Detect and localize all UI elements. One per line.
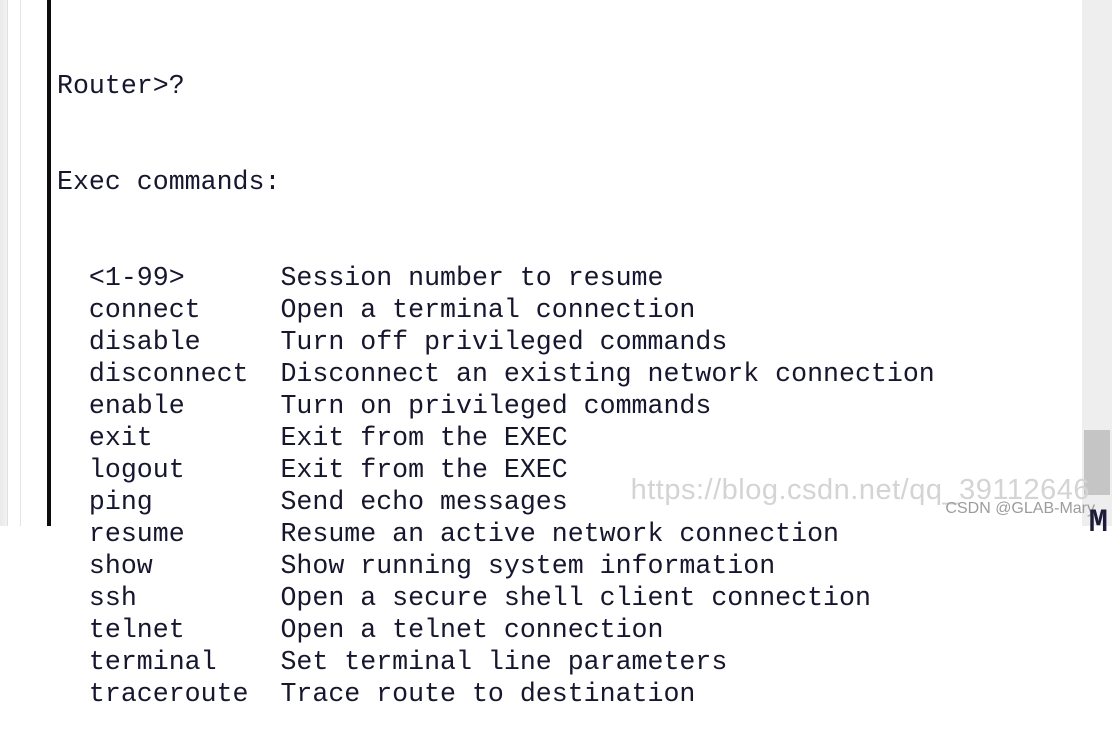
command-row: logout Exit from the EXEC [57,454,1077,486]
command-name: ssh [57,583,281,613]
command-name: resume [57,519,281,549]
command-description: Exit from the EXEC [280,423,568,453]
command-description: Disconnect an existing network connectio… [280,359,935,389]
command-description: Exit from the EXEC [280,455,568,485]
vertical-scrollbar-track[interactable] [1082,0,1112,526]
command-name: traceroute [57,679,281,709]
command-description: Trace route to destination [280,679,696,709]
command-row: disconnect Disconnect an existing networ… [57,358,1077,390]
command-description: Set terminal line parameters [280,647,728,677]
command-description: Turn off privileged commands [280,327,728,357]
command-description: Session number to resume [280,263,664,293]
command-description: Turn on privileged commands [280,391,712,421]
command-name: ping [57,487,281,517]
command-description: Resume an active network connection [280,519,839,549]
command-name: exit [57,423,281,453]
vertical-scrollbar-thumb[interactable] [1084,430,1110,495]
cli-heading: Exec commands: [57,167,281,197]
command-name: terminal [57,647,281,677]
corner-glyph: M [1088,504,1108,541]
command-name: connect [57,295,281,325]
command-description: Open a secure shell client connection [280,583,871,613]
left-gutter [0,0,8,526]
command-row: disable Turn off privileged commands [57,326,1077,358]
command-name: telnet [57,615,281,645]
command-row: ssh Open a secure shell client connectio… [57,582,1077,614]
cli-prompt-line: Router>? [57,71,185,101]
command-row: resume Resume an active network connecti… [57,518,1077,550]
command-name: <1-99> [57,263,281,293]
command-row: <1-99> Session number to resume [57,262,1077,294]
command-row: traceroute Trace route to destination [57,678,1077,710]
command-row: exit Exit from the EXEC [57,422,1077,454]
command-name: enable [57,391,281,421]
command-name: show [57,551,281,581]
command-rows: <1-99> Session number to resume connect … [57,262,1077,710]
command-row: show Show running system information [57,550,1077,582]
cli-terminal[interactable]: Router>? Exec commands: <1-99> Session n… [57,6,1077,709]
command-description: Open a telnet connection [280,615,664,645]
command-name: logout [57,455,281,485]
command-row: terminal Set terminal line parameters [57,646,1077,678]
command-row: enable Turn on privileged commands [57,390,1077,422]
command-description: Send echo messages [280,487,568,517]
panel-divider [20,0,21,526]
command-description: Show running system information [280,551,776,581]
command-name: disable [57,327,281,357]
command-row: ping Send echo messages [57,486,1077,518]
command-row: connect Open a terminal connection [57,294,1077,326]
command-row: telnet Open a telnet connection [57,614,1077,646]
cli-left-border [47,0,51,526]
command-name: disconnect [57,359,281,389]
command-description: Open a terminal connection [280,295,696,325]
